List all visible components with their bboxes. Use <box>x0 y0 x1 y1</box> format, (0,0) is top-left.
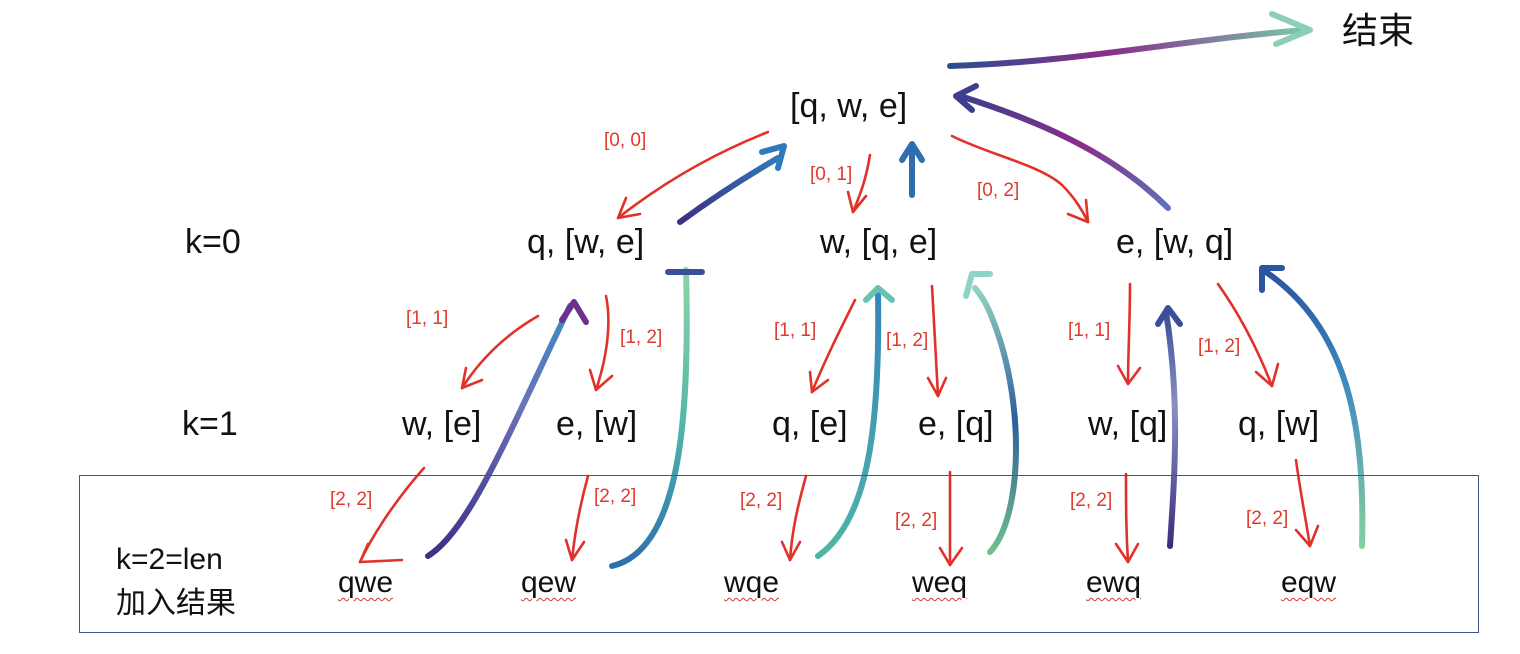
return-arrows-level-2 <box>425 265 1366 569</box>
node-l2-6: q, [w] <box>1238 405 1320 443</box>
node-l2-1: w, [e] <box>402 405 482 443</box>
level-label-k0: k=0 <box>185 223 241 261</box>
edge-label-l1-5: [1, 1] <box>1068 320 1111 341</box>
edge-label-l1-2: [1, 2] <box>620 327 663 348</box>
leaf-4: weq <box>912 566 968 599</box>
level-label-k1: k=1 <box>182 405 238 443</box>
return-arrows-level-1 <box>677 83 1171 225</box>
leaf-2: qew <box>521 566 577 599</box>
edge-label-l1-4: [1, 2] <box>886 330 929 351</box>
edge-label-l2-4: [2, 2] <box>895 510 938 531</box>
node-l2-2: e, [w] <box>556 405 638 443</box>
node-root: [q, w, e] <box>790 87 908 125</box>
node-l2-4: e, [q] <box>918 405 994 443</box>
leaf-3: wqe <box>724 566 780 599</box>
node-l2-3: q, [e] <box>772 405 848 443</box>
return-arrow-root-to-end <box>947 11 1313 69</box>
edge-label-root-1: [0, 0] <box>604 130 647 151</box>
edge-label-l2-5: [2, 2] <box>1070 490 1113 511</box>
node-l2-5: w, [q] <box>1088 405 1168 443</box>
level-label-add-result: 加入结果 <box>116 586 236 621</box>
leaf-5: ewq <box>1086 566 1142 599</box>
level-label-k2: k=2=len <box>116 543 223 576</box>
call-arrows-level-2 <box>358 458 1320 567</box>
node-l1-q: q, [w, e] <box>527 223 645 261</box>
call-arrows-level-0 <box>616 130 1090 224</box>
edge-label-root-2: [0, 1] <box>810 164 853 185</box>
leaf-1: qwe <box>338 566 394 599</box>
end-label: 结束 <box>1342 11 1415 52</box>
edge-label-root-3: [0, 2] <box>977 180 1020 201</box>
edge-label-l2-6: [2, 2] <box>1246 508 1289 529</box>
edge-label-l2-2: [2, 2] <box>594 486 637 507</box>
result-box <box>79 475 1479 633</box>
leaf-6: eqw <box>1281 566 1337 599</box>
node-l1-w: w, [q, e] <box>820 223 938 261</box>
edge-label-l2-1: [2, 2] <box>330 489 373 510</box>
edge-label-l1-6: [1, 2] <box>1198 336 1241 357</box>
edge-label-l1-3: [1, 1] <box>774 320 817 341</box>
call-arrows-level-1 <box>460 282 1280 398</box>
edge-label-l2-3: [2, 2] <box>740 490 783 511</box>
edge-label-l1-1: [1, 1] <box>406 308 449 329</box>
node-l1-e: e, [w, q] <box>1116 223 1234 261</box>
